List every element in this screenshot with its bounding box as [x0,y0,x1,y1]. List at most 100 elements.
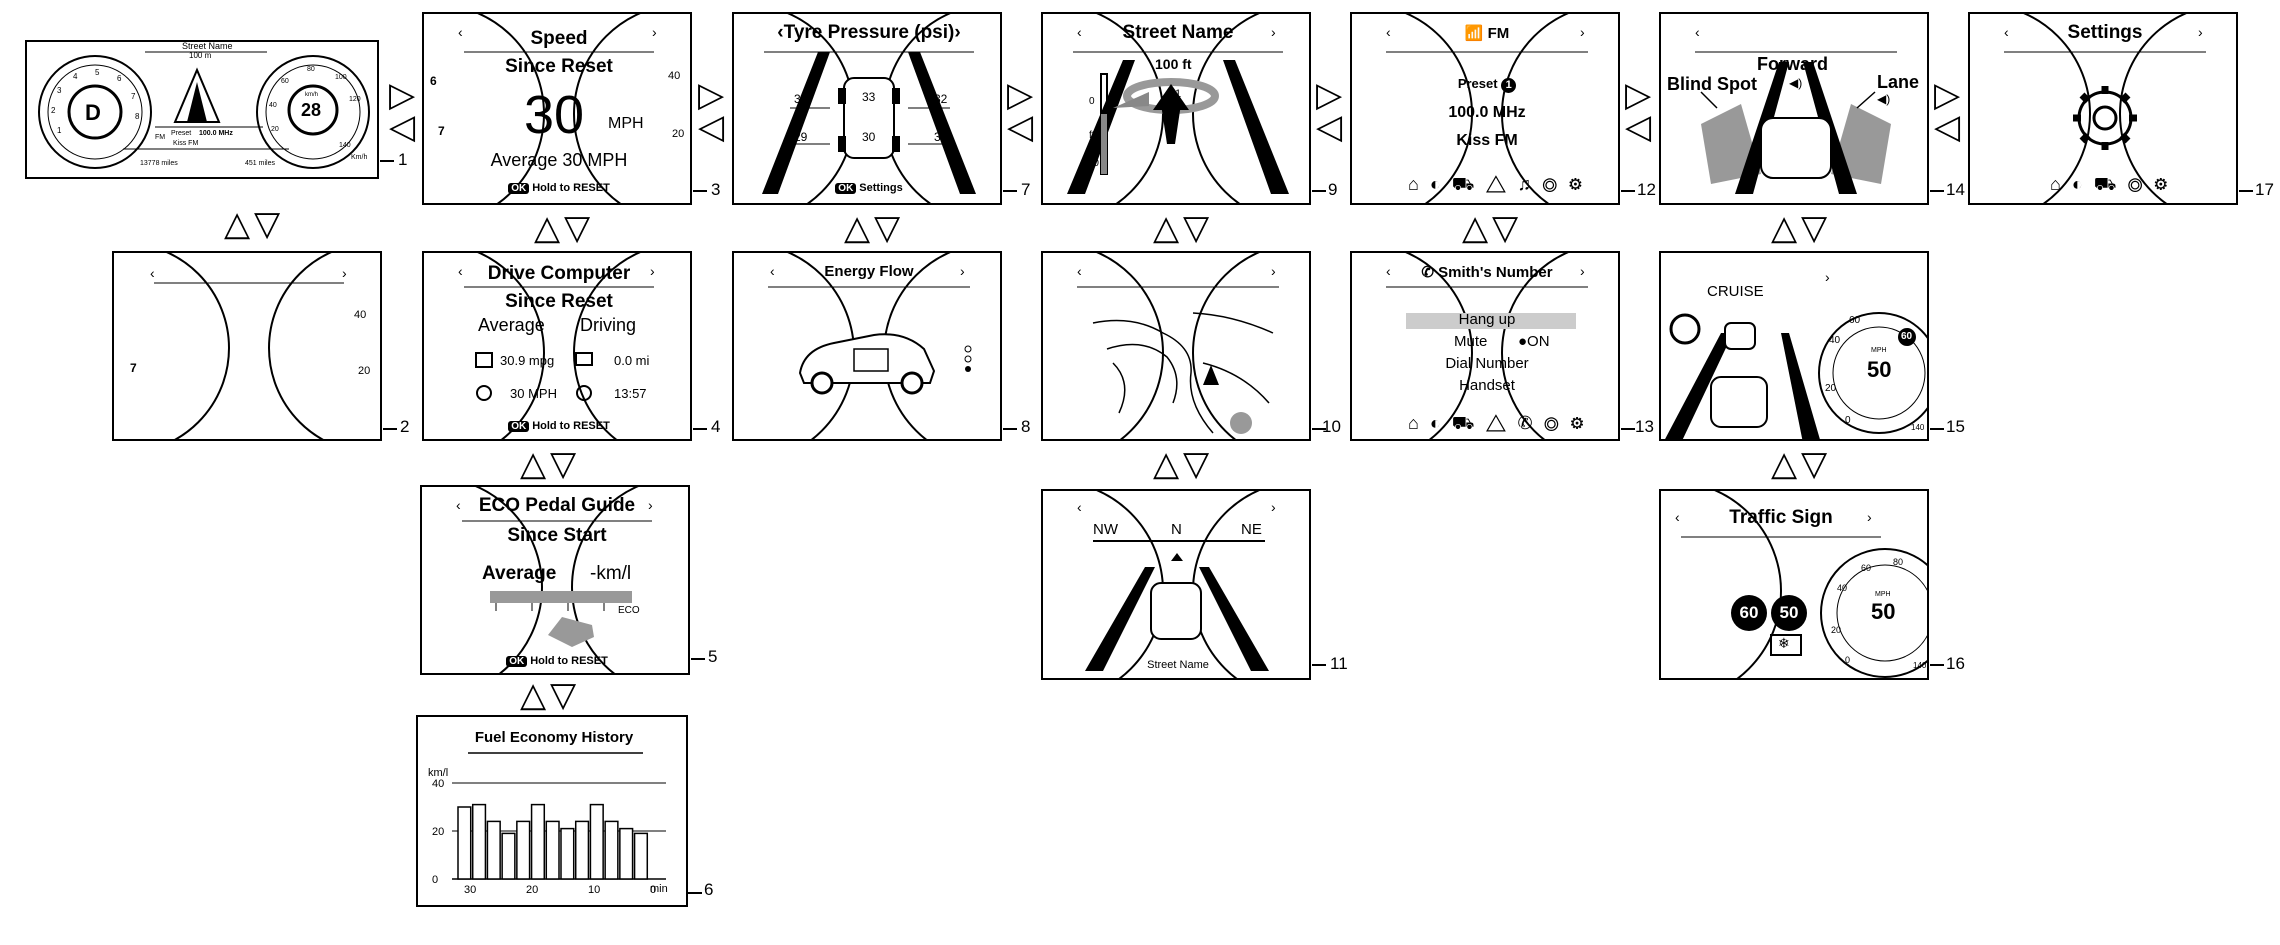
compass-nw: NW [1093,521,1118,538]
map-view [1077,253,1279,439]
lane-label: Lane [1877,72,1920,92]
cruise-speed: 50 [1867,357,1892,382]
nav-next-icon[interactable]: › [1580,263,1585,279]
average-label: Average [482,563,557,584]
side-gauges [464,253,654,439]
nav-next-icon[interactable]: › [1580,24,1585,40]
menu-icon-strip[interactable]: ⌂ ◐ ⛟ △ ✆ ◎ ⚙ [1408,413,1587,433]
chart-bar [530,803,546,880]
menu-mute[interactable]: Mute [1454,333,1488,350]
panel-title: ‹Tyre Pressure (psi)› [777,22,961,43]
arrow-up-10-11: △ [1153,445,1180,483]
hold-reset-label: Hold to RESET [532,182,610,194]
gauge-right-20: 20 [358,365,371,377]
nav-next-icon[interactable]: › [1271,499,1276,515]
chart-bar [589,803,604,880]
nav-prev-icon[interactable]: ‹ [770,263,775,279]
nav-next-icon[interactable]: › [1825,269,1830,285]
nav-prev-icon[interactable]: ‹ [1386,24,1391,40]
odometer: 13778 miles [140,160,178,167]
nav-next-icon[interactable]: › [650,263,655,279]
y-tick-label: 0 [432,874,438,886]
nav-next-icon[interactable]: › [1271,263,1276,279]
gauge-tick-140: 140 [1913,661,1927,670]
nav-distance: 100 m [189,51,212,60]
gauge-tick-40: 40 [1829,335,1841,346]
arrow-down-4-5: ▽ [550,445,577,483]
nav-prev-icon[interactable]: ‹ [150,265,155,281]
driver-assist-diagram [1695,51,1897,194]
panel-subtitle: Since Start [507,525,607,546]
nav-prev-icon[interactable]: ‹ [458,263,463,279]
fm-label: FM [155,134,166,141]
tyre-fl: 34 [794,92,808,106]
speedo-tick-40: 40 [269,102,277,109]
label-9: 9 [1328,180,1338,199]
panel-10-map: ‹ › [1041,251,1311,441]
ok-button-icon: OK [506,655,528,667]
arrow-left-9-7: ◁ [1007,108,1034,146]
nav-next-icon[interactable]: › [1271,24,1276,40]
gauge-tick-40: 40 [1837,583,1848,593]
turn-by-turn-diagram [1067,14,1289,203]
arrow-down-7-8: ▽ [874,209,901,247]
preset-row: Preset 1 [1352,76,1618,93]
arrow-down-3-4: ▽ [564,209,591,247]
nav-prev-icon[interactable]: ‹ [1077,263,1082,279]
average-speed: Average 30 MPH [490,150,628,170]
nav-prev-icon[interactable]: ‹ [458,24,463,40]
arrow-left-17-14: ◁ [1934,108,1961,146]
nav-prev-icon[interactable]: ‹ [2004,24,2009,40]
panel-subtitle: Since Reset [505,56,613,77]
menu-dial-number[interactable]: Dial Number [1445,355,1529,372]
compass-view [1085,491,1269,678]
nav-prev-icon[interactable]: ‹ [1695,24,1700,40]
menu-icon-strip[interactable]: ⌂ ◐ ⛟ △ ♫ ◎ ⚙ [1408,174,1586,194]
nav-prev-icon[interactable]: ‹ [1675,509,1680,525]
menu-handset[interactable]: Handset [1459,377,1515,394]
speedo-tick-120: 120 [349,96,361,103]
panel-13-phone: ‹ › ✆ Smith's Number Hang up Mute ●ON Di… [1350,251,1620,441]
nav-prev-icon[interactable]: ‹ [1077,24,1082,40]
side-gauges [464,14,654,203]
panel-12-radio: ‹ › 📶 FM Preset 1 100.0 MHz Kiss FM ⌂ ◐ … [1350,12,1620,205]
label-7: 7 [1021,180,1031,199]
nav-prev-icon[interactable]: ‹ [456,497,461,513]
current-speed: 50 [1871,599,1896,624]
chart-bar [633,832,649,880]
arrow-left-12-9: ◁ [1316,108,1343,146]
arrow-left-14-12: ◁ [1625,108,1652,146]
gauge-tick-0: 0 [1845,655,1851,665]
speedo-tick-20: 20 [271,126,279,133]
nav-next-icon[interactable]: › [342,265,347,281]
arrow-up-3-4: △ [534,209,561,247]
nav-next-icon[interactable]: › [960,263,965,279]
chart-bar [574,820,590,880]
nav-prev-icon[interactable]: ‹ [1386,263,1391,279]
nav-next-icon[interactable]: › [2198,24,2203,40]
panel-title: ECO Pedal Guide [478,495,636,516]
label-3: 3 [711,180,721,199]
arrow-right-14-17: ▷ [1934,76,1961,114]
nav-next-icon[interactable]: › [1867,509,1872,525]
menu-hang-up[interactable]: Hang up [1458,311,1516,328]
nav-next-icon[interactable]: › [652,24,657,40]
panel-16-traffic-sign: ‹ › Traffic Sign 60 50 ❄ 50 MPH 60 80 40… [1659,489,1929,680]
x-tick-label: 0 [650,884,656,896]
nav-next-icon[interactable]: › [648,497,653,513]
hold-reset-label: Hold to RESET [530,655,608,667]
tyre-rear-center: 30 [862,130,876,144]
leader-14 [1930,190,1944,192]
label-1: 1 [398,150,408,169]
gauge-left-6: 6 [430,74,437,88]
panel-title: Energy Flow [824,263,914,280]
label-5: 5 [708,647,718,666]
nav-prev-icon[interactable]: ‹ [1077,499,1082,515]
menu-icon-strip[interactable]: ⌂ ◐ ⛟ ◎ ⚙ [2050,174,2171,194]
gauge-left-7: 7 [130,361,137,375]
gauge-tick-80: 80 [1893,557,1904,567]
distance-value: 0.0 mi [614,353,650,368]
cruise-unit: MPH [1871,347,1887,354]
